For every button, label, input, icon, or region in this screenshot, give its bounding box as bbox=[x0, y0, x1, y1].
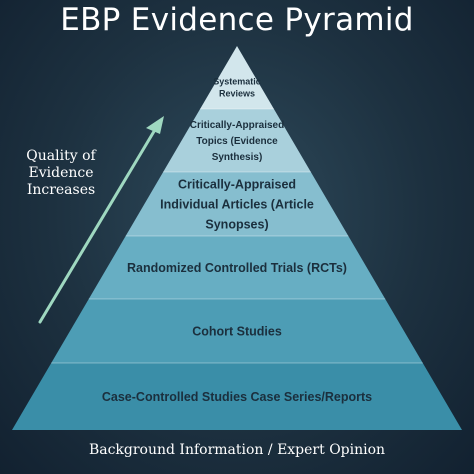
pyramid-tier bbox=[125, 172, 349, 236]
tier-label: Individual Articles (Article bbox=[160, 197, 314, 211]
quality-label-line: Quality of bbox=[26, 148, 96, 164]
tier-label: Systematic bbox=[213, 77, 261, 87]
pyramid-tier bbox=[51, 299, 423, 363]
tier-label: Critically-Appraised bbox=[190, 120, 284, 131]
quality-label-line: Increases bbox=[26, 182, 96, 198]
quality-arrow-shaft bbox=[38, 126, 158, 324]
tier-label: Synopses) bbox=[205, 217, 268, 231]
tier-label: Topics (Evidence bbox=[196, 136, 278, 147]
tier-label: Randomized Controlled Trials (RCTs) bbox=[127, 261, 347, 275]
pyramid-tier bbox=[12, 363, 462, 430]
pyramid-tier bbox=[200, 46, 274, 109]
tier-label: Reviews bbox=[219, 89, 255, 99]
quality-increases-label: Quality of Evidence Increases bbox=[18, 148, 104, 199]
tier-label: Synthesis) bbox=[212, 152, 263, 163]
pyramid-tier bbox=[163, 109, 311, 172]
tier-label: Critically-Appraised bbox=[178, 177, 296, 191]
tier-label: Case-Controlled Studies Case Series/Repo… bbox=[102, 390, 372, 404]
quality-arrow-head-icon bbox=[146, 116, 164, 134]
page-title: EBP Evidence Pyramid bbox=[60, 2, 414, 38]
quality-label-line: Evidence bbox=[28, 165, 94, 181]
tier-label: Cohort Studies bbox=[192, 324, 282, 338]
pyramid-tier bbox=[88, 236, 386, 299]
footer-caption: Background Information / Expert Opinion bbox=[88, 442, 386, 458]
